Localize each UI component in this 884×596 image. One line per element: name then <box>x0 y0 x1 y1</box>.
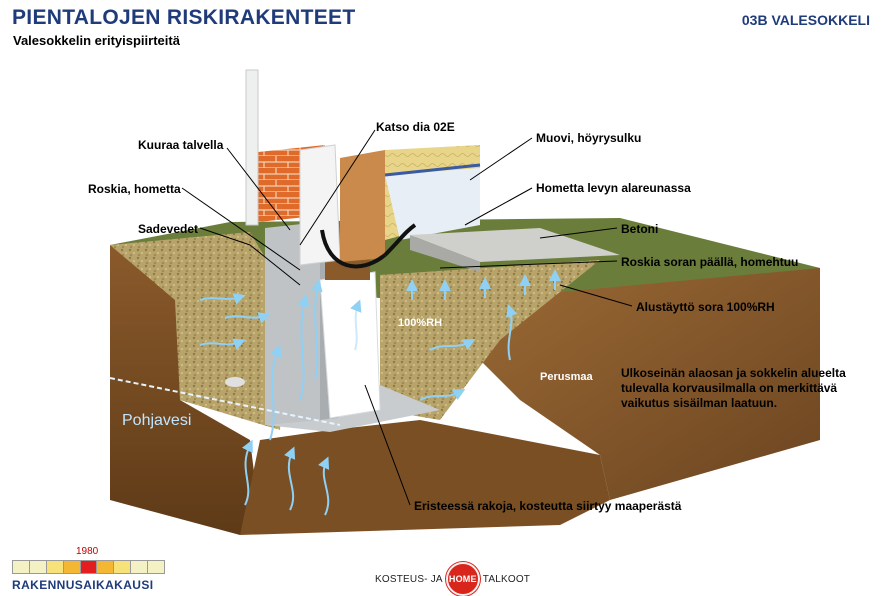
label-roskia-soran: Roskia soran päällä, homehtuu <box>621 255 799 269</box>
timeline-cell <box>96 560 115 574</box>
moisture-arrow <box>284 446 296 511</box>
soil-right <box>470 268 820 500</box>
timeline-cell <box>62 560 81 574</box>
label-hometta-levyn: Hometta levyn alareunassa <box>536 181 691 195</box>
gravel-fill <box>380 260 600 420</box>
label-pohjavesi: Pohjavesi <box>122 412 192 429</box>
moisture-arrow <box>297 294 310 401</box>
logo: KOSTEUS- JA HOME TALKOOT <box>375 562 530 596</box>
slide-code: 03B VALESOKKELI <box>741 12 870 28</box>
home-logo-icon: HOME <box>445 562 480 596</box>
soil-bottom <box>240 420 610 535</box>
vapour-barrier <box>385 168 480 240</box>
moisture-arrow <box>241 439 253 506</box>
moisture-arrow <box>318 456 330 516</box>
timeline-cell <box>28 560 47 574</box>
wood-stud <box>340 150 385 262</box>
label-eristeessa: Eristeessä rakoja, kosteutta siirtyy maa… <box>414 499 682 513</box>
label-betoni: Betoni <box>621 222 659 236</box>
timeline-cell <box>113 560 132 574</box>
note-text: Ulkoseinän alaosan ja sokkelin alueelta … <box>621 366 846 410</box>
timeline-cell <box>147 560 166 574</box>
sill-beam <box>325 258 370 280</box>
timeline-cell <box>45 560 64 574</box>
leader-lines <box>181 129 633 506</box>
label-rh: 100%RH <box>398 317 443 329</box>
insulation-board <box>319 271 381 419</box>
page-subtitle: Valesokkelin erityispiirteitä <box>13 33 180 48</box>
logo-right-text: TALKOOT <box>482 573 531 585</box>
soil-left <box>110 245 260 535</box>
timeline-cell <box>79 560 98 574</box>
timeline-year: 1980 <box>76 546 99 557</box>
page-title: PIENTALOJEN RISKIRAKENTEET <box>12 6 356 29</box>
eps-insulation <box>299 144 341 266</box>
label-perusmaa: Perusmaa <box>540 371 593 383</box>
label-roskia: Roskia, hometta <box>88 182 181 196</box>
logo-left-text: KOSTEUS- JA <box>375 573 443 585</box>
label-alustaytto: Alustäyttö sora 100%RH <box>636 300 775 314</box>
downpipe <box>245 69 259 226</box>
drain-pipe <box>225 377 245 387</box>
label-muovi: Muovi, höyrysulku <box>536 131 642 145</box>
label-kuuraa: Kuuraa talvella <box>138 138 224 152</box>
foundation-wall <box>265 222 320 425</box>
moisture-arrow <box>310 279 323 381</box>
timeline-label: RAKENNUSAIKAKAUSI <box>12 578 154 592</box>
concrete-slab <box>410 228 620 262</box>
label-sadevedet: Sadevedet <box>138 222 199 236</box>
moisture-arrow <box>269 344 282 441</box>
timeline-bar <box>12 560 166 574</box>
timeline-cell <box>130 560 149 574</box>
label-katso: Katso dia 02E <box>376 120 455 134</box>
timeline-cell <box>12 560 30 574</box>
groundwater-level <box>109 377 341 426</box>
